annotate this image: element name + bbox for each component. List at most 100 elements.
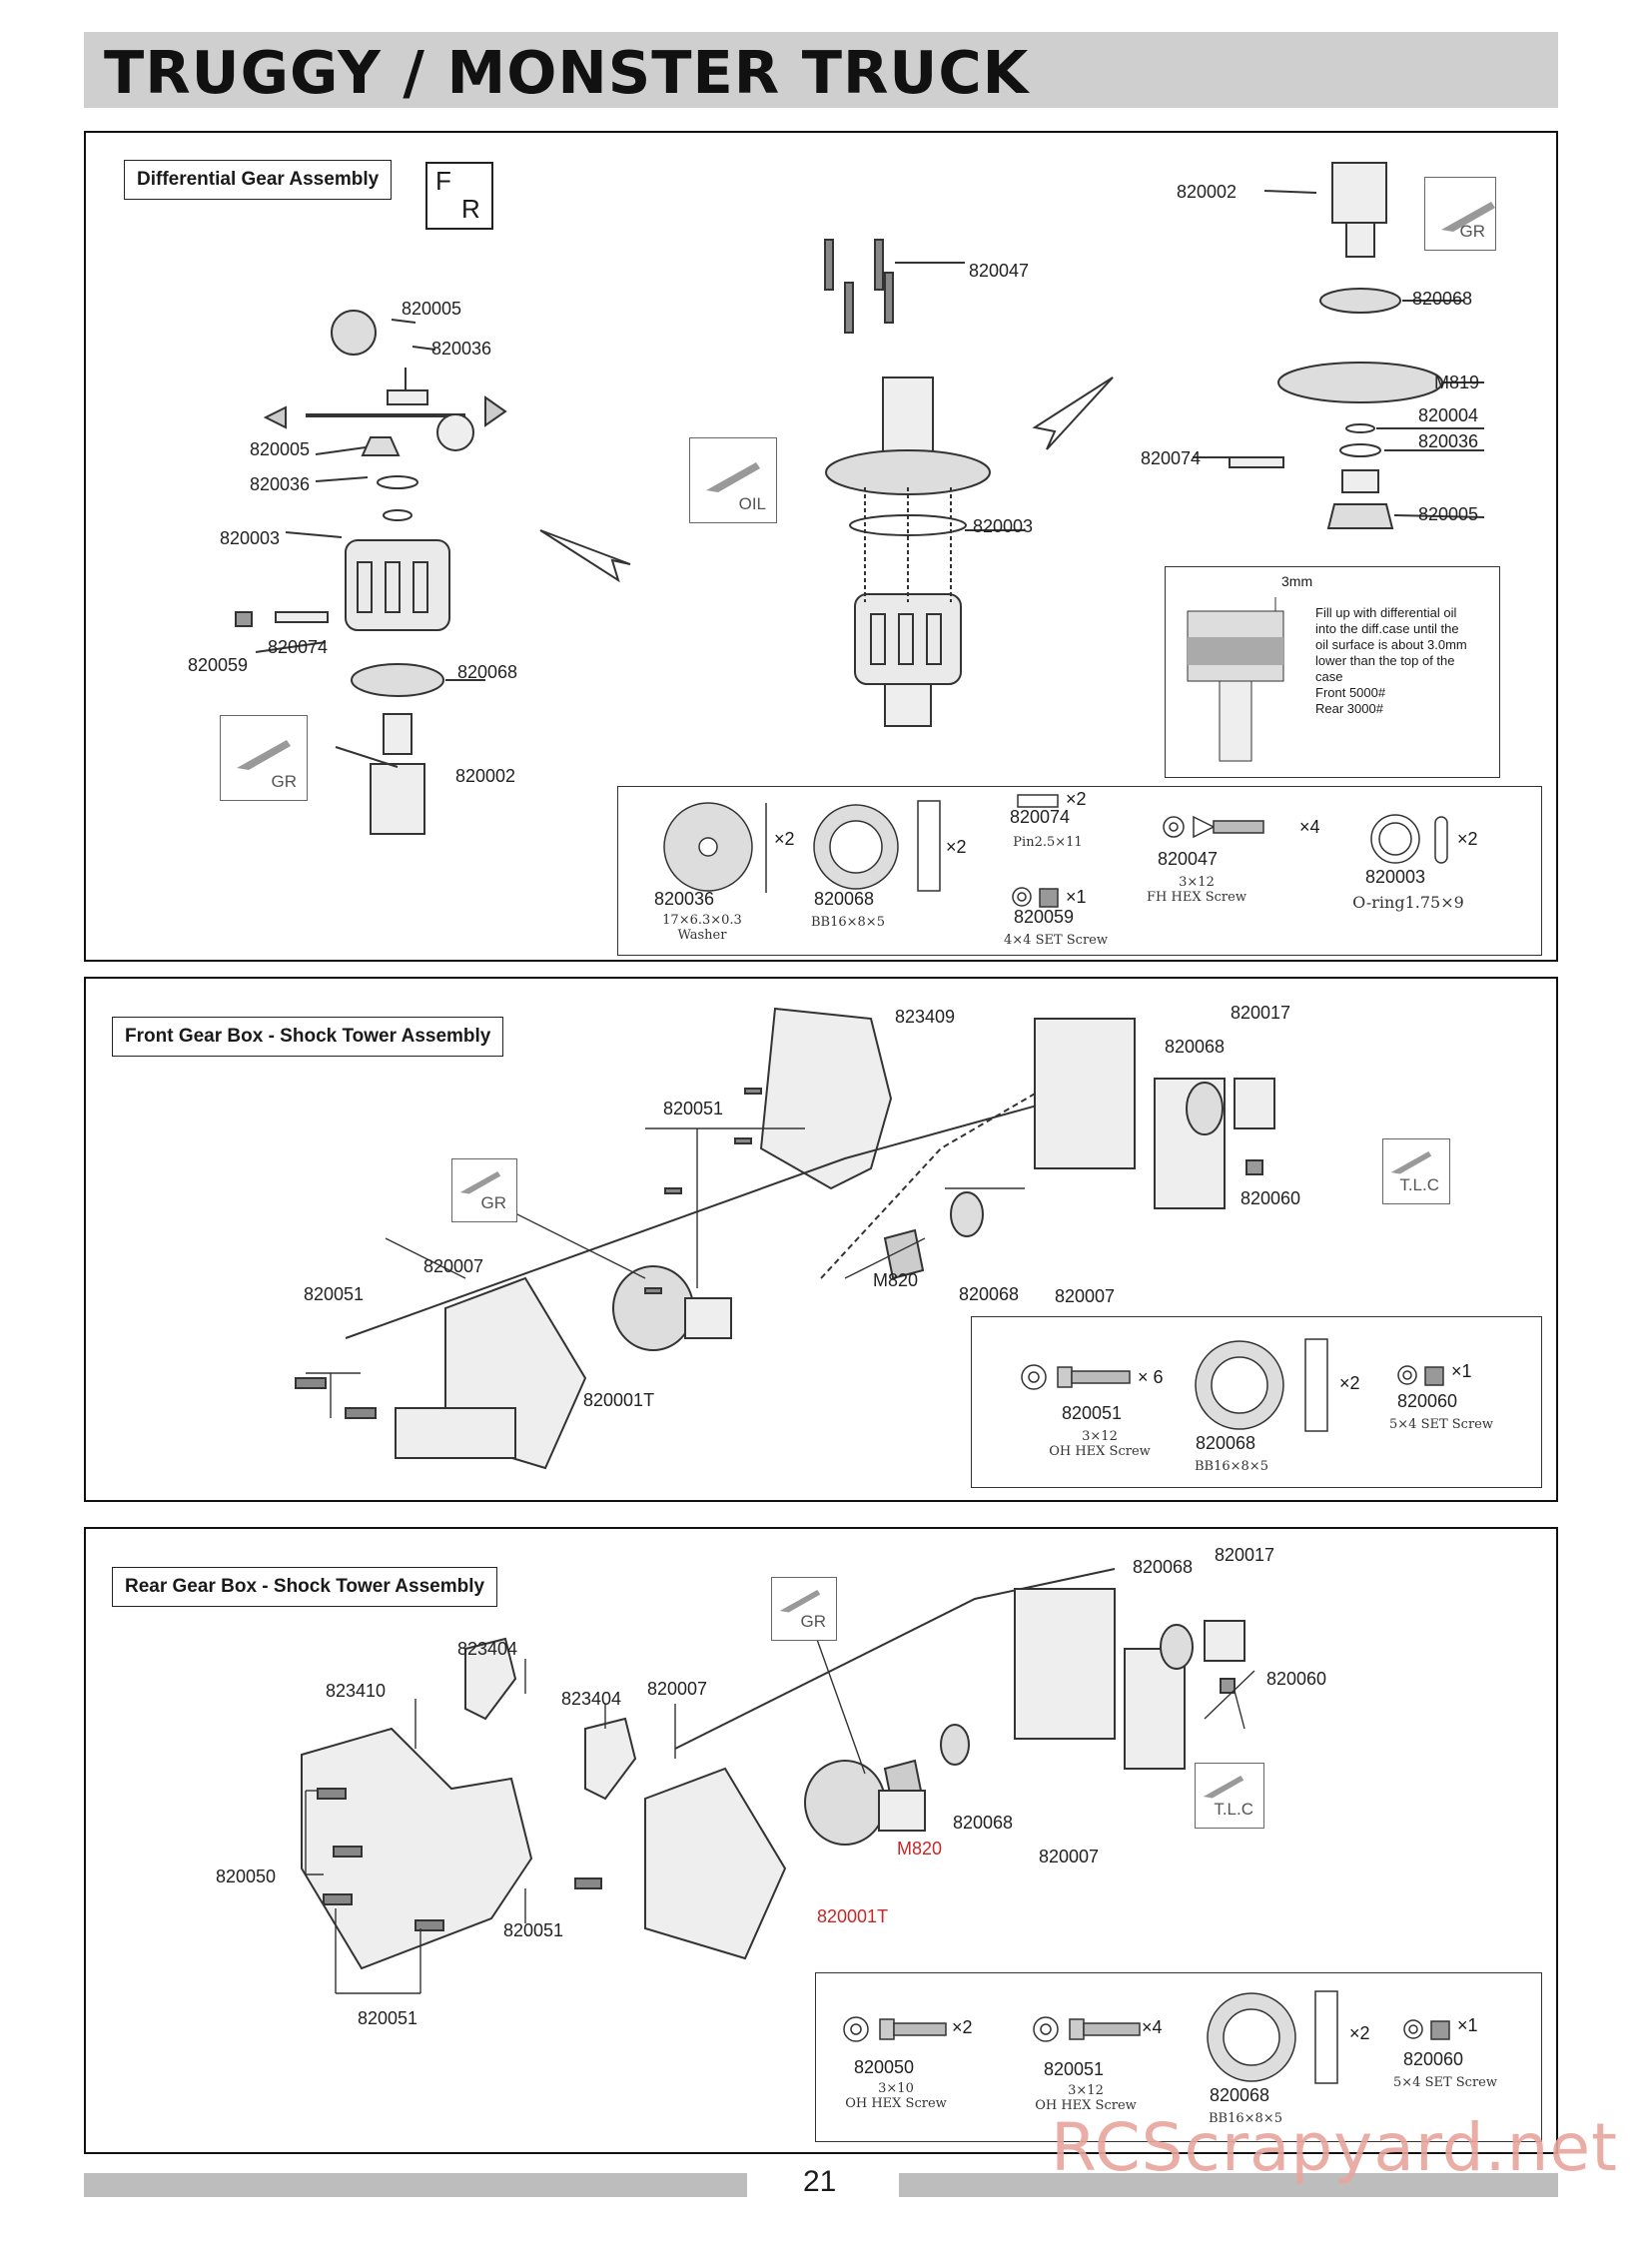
part-code: 820068 [814,889,875,909]
part-spec-line: BB16×8×5 [811,915,885,930]
section-label-differential: Differential Gear Assembly [124,160,393,200]
part-code: 820068 [1210,2085,1270,2105]
threadlock-icon-label: T.L.C [1399,1175,1439,1194]
part-label: 820051 [663,1099,724,1119]
oil-note-line: Fill up with differential oil [1315,605,1457,620]
part-spec-line: OH HEX Screw [1049,1444,1151,1459]
part-code: 820060 [1397,1391,1458,1411]
footer-bar-right [899,2173,1558,2197]
part-label: 820068 [1165,1037,1226,1057]
part-label: 820007 [1039,1847,1100,1867]
parts-list-drawings [663,794,1448,908]
oil-icon: OIL [689,437,777,523]
part-qty: ×4 [1142,2017,1163,2037]
part-label: 820005 [250,439,311,459]
part-spec: 5×4 SET Screw [1385,2075,1505,2090]
part-label: 820005 [1418,504,1479,524]
part-spec-line: OH HEX Screw [845,2096,947,2111]
threadlock-icon-label: T.L.C [1214,1800,1253,1819]
part-qty: ×2 [1349,2023,1370,2043]
part-spec: 3×12 OH HEX Screw [1040,1429,1160,1459]
part-label: 820074 [268,637,329,657]
front-gearbox-exploded-diagram [295,1007,1275,1470]
part-qty: ×4 [1299,817,1320,837]
part-label: M820 [897,1839,943,1859]
parts-list-box: × 6 820051 3×12 OH HEX Screw ×2 820068 B… [971,1316,1542,1488]
grease-icon-label: GR [800,1612,827,1631]
part-label: 820007 [423,1256,484,1276]
part-label: 820047 [969,261,1030,281]
part-label: 820068 [953,1813,1014,1833]
grease-icon: GR [220,715,308,801]
header-bar [84,32,1558,108]
diff-case-cross-section [1187,597,1284,762]
part-label: 820017 [1215,1545,1275,1565]
part-code: 820060 [1403,2049,1464,2069]
part-spec-line: 3×12 [1082,1429,1118,1444]
part-spec-line: BB16×8×5 [1209,2111,1282,2126]
part-label: 823404 [457,1639,518,1659]
part-label: 820074 [1141,448,1202,468]
threadlock-icon: T.L.C [1195,1763,1264,1829]
part-label: 820007 [647,1679,708,1699]
part-label: 820001T [583,1390,655,1410]
parts-list-drawings [843,1990,1450,2084]
part-label: 820059 [188,655,249,675]
part-label: 823409 [895,1007,956,1027]
grease-icon-label: GR [1459,222,1486,241]
part-label: 820002 [1177,182,1238,202]
part-label: 820051 [503,1920,564,1940]
part-label: 820003 [973,516,1034,536]
part-code: 820074 [1010,807,1071,827]
oil-note-line: Rear 3000# [1315,701,1383,716]
part-code: 820047 [1158,849,1219,869]
oil-note-line: into the diff.case until the [1315,621,1459,636]
part-code: 820051 [1044,2059,1105,2079]
part-spec-line: BB16×8×5 [1195,1459,1268,1474]
front-letter: F [435,166,451,196]
part-spec: 3×10 OH HEX Screw [836,2081,956,2111]
grease-icon: GR [451,1158,517,1222]
part-qty: ×2 [1066,789,1087,809]
part-code: 820003 [1365,867,1426,887]
oil-fill-note: 3mm Fill up with differential oil into t… [1165,566,1500,778]
part-qty: ×2 [774,829,795,849]
page-title: TRUGGY / MONSTER TRUCK [104,38,1030,107]
part-label: 823404 [561,1689,622,1709]
part-code: 820051 [1062,1403,1123,1423]
part-spec-line: 3×12 [1179,875,1215,890]
part-spec-line: Washer [677,928,727,943]
part-label: 820003 [220,528,281,548]
part-label: M820 [873,1270,919,1290]
part-spec-line: 4×4 SET Screw [1004,933,1108,948]
oil-note-line: Front 5000# [1315,685,1386,700]
part-spec-line: 3×12 [1068,2083,1104,2098]
differential-exploded-diagram [235,162,1485,835]
part-code: 820050 [854,2057,915,2077]
part-label: 820036 [431,339,492,359]
section-label-front: Front Gear Box - Shock Tower Assembly [112,1017,504,1057]
oil-note-line: lower than the top of the [1315,653,1455,668]
part-spec: Pin2.5×11 [998,835,1098,850]
part-code: 820036 [654,889,715,909]
part-qty: × 6 [1138,1367,1164,1387]
page-number: 21 [803,2165,837,2198]
part-spec-line: FH HEX Screw [1147,890,1246,905]
part-spec: 3×12 FH HEX Screw [1142,875,1251,905]
part-qty: ×2 [952,2017,973,2037]
part-label: 820060 [1240,1188,1301,1208]
oil-icon-label: OIL [738,494,766,513]
part-qty: ×2 [946,837,967,857]
part-spec: BB16×8×5 [1196,2111,1295,2126]
watermark: RCScrapyard.net [1051,2109,1618,2186]
part-code: 820059 [1014,907,1075,927]
part-qty: ×1 [1066,887,1087,907]
part-spec: 5×4 SET Screw [1381,1417,1501,1432]
part-qty: ×2 [1457,829,1478,849]
part-code: 820068 [1196,1433,1256,1453]
parts-list-box: ×2 820036 17×6.3×0.3 Washer ×2 820068 BB… [617,786,1542,956]
rear-gearbox-exploded-diagram [301,1568,1255,1994]
grease-icon: GR [1424,177,1496,251]
part-spec: BB16×8×5 [1182,1459,1281,1474]
part-spec-line: O-ring1.75×9 [1352,893,1464,912]
